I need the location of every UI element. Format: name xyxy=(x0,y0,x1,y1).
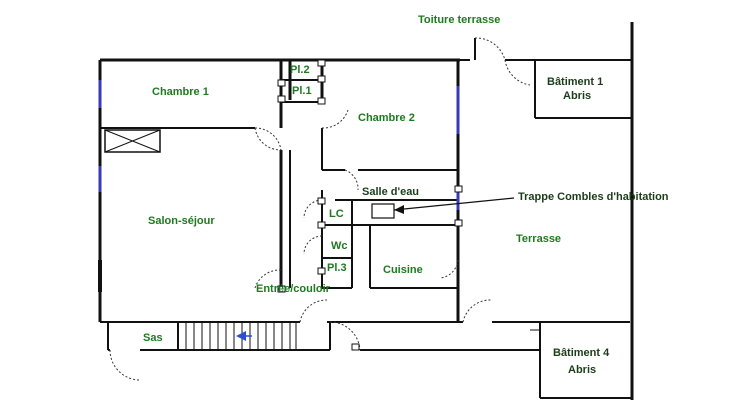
windows xyxy=(98,80,460,292)
label-sas: Sas xyxy=(143,332,163,344)
label-chambre-1: Chambre 1 xyxy=(152,86,209,98)
label-pl-1: Pl.1 xyxy=(292,85,312,97)
label-chambre-2: Chambre 2 xyxy=(358,112,415,124)
trappe-pointer-arrowhead xyxy=(394,205,404,214)
label-batiment-1-abris: Abris xyxy=(563,90,591,102)
label-terrasse: Terrasse xyxy=(516,233,561,245)
label-batiment-4: Bâtiment 4 xyxy=(553,347,610,359)
stair-direction-arrow-icon xyxy=(236,331,246,341)
label-trappe: Trappe Combles d'habitation xyxy=(518,191,669,203)
label-lc: LC xyxy=(329,208,344,220)
label-batiment-4-abris: Abris xyxy=(568,364,596,376)
label-pl-3: Pl.3 xyxy=(327,262,347,274)
label-cuisine: Cuisine xyxy=(383,264,423,276)
label-salon-sejour: Salon-séjour xyxy=(148,215,215,227)
wall-joints xyxy=(277,59,463,351)
label-entree-couloir: Entrée/couloir xyxy=(256,283,331,295)
label-batiment-1: Bâtiment 1 xyxy=(547,76,603,88)
label-salle-eau: Salle d'eau xyxy=(362,186,419,198)
trappe-hatch xyxy=(371,203,395,219)
label-wc: Wc xyxy=(331,240,348,252)
trappe-pointer-line xyxy=(393,197,515,211)
label-toiture-terrasse: Toiture terrasse xyxy=(418,14,500,26)
label-pl-2: Pl.2 xyxy=(290,64,310,76)
staircase xyxy=(177,321,297,351)
